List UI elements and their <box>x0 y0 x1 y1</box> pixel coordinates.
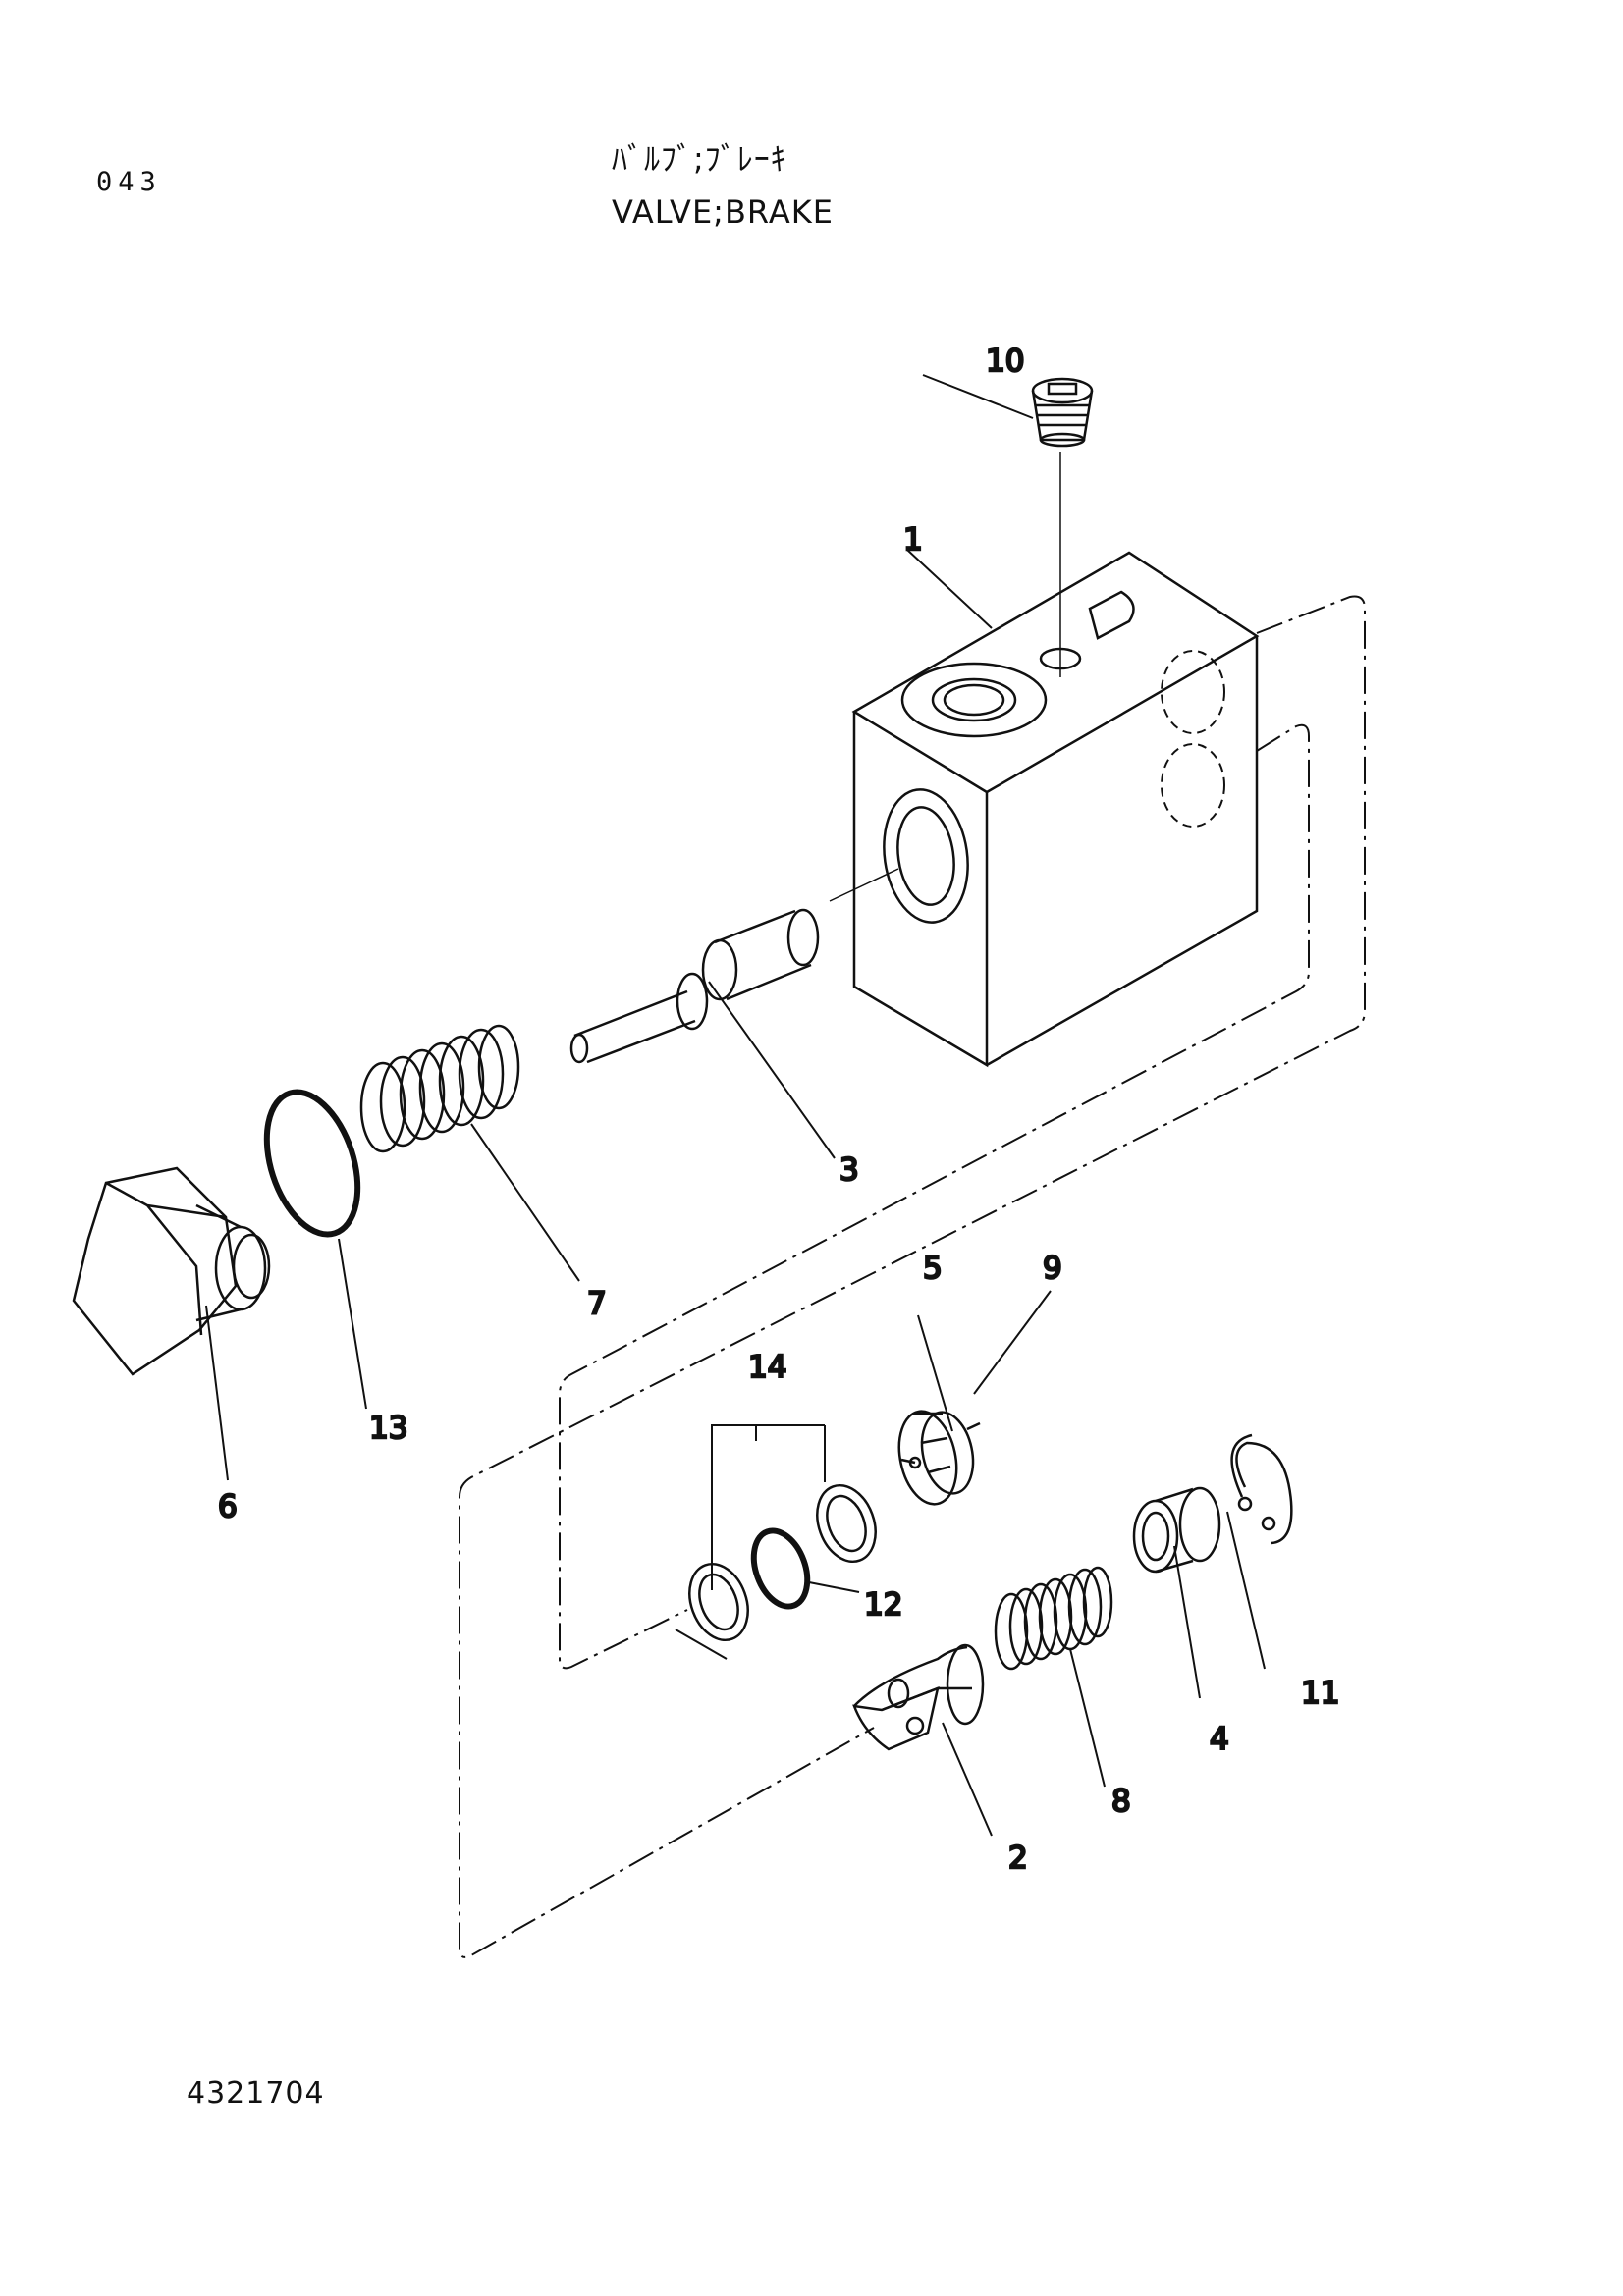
callout-3: 3 <box>839 1152 859 1188</box>
callout-8: 8 <box>1111 1784 1131 1819</box>
leader-lines <box>205 374 1266 1837</box>
part-6-hex-plug <box>72 1166 271 1376</box>
callout-1: 1 <box>903 522 923 558</box>
callout-5: 5 <box>923 1251 943 1286</box>
part-2-poppet <box>852 1643 985 1751</box>
part-12-o-ring <box>750 1527 811 1610</box>
callout-13: 13 <box>369 1411 407 1446</box>
part-7-spring <box>359 1024 520 1153</box>
assembly-boundary-lines <box>459 595 1366 1958</box>
callout-11: 11 <box>1301 1676 1339 1711</box>
part-8-spring <box>994 1566 1113 1671</box>
part-5-seat <box>897 1410 981 1506</box>
callout-12: 12 <box>864 1587 902 1623</box>
callout-14: 14 <box>748 1350 786 1385</box>
callout-6: 6 <box>218 1489 238 1524</box>
part-4-sleeve <box>1132 1486 1221 1574</box>
part-13-o-ring <box>263 1089 361 1238</box>
part-14-backup-ring-right <box>816 1483 877 1564</box>
callout-7: 7 <box>587 1286 607 1321</box>
part-11-snap-ring <box>1230 1433 1293 1545</box>
callout-4: 4 <box>1210 1722 1229 1757</box>
page-number: 043 <box>96 167 162 197</box>
callout-9: 9 <box>1043 1251 1062 1286</box>
callout-10: 10 <box>986 344 1024 379</box>
center-lines <box>829 452 1061 902</box>
title-english: VALVE;BRAKE <box>612 193 834 231</box>
drawing-number: 4321704 <box>187 2076 325 2110</box>
part-3-poppet <box>569 908 820 1064</box>
part-10-plug <box>1031 377 1094 448</box>
callout-2: 2 <box>1008 1841 1028 1876</box>
part-14-backup-ring-left <box>688 1562 749 1642</box>
title-japanese: ﾊﾞﾙﾌﾞ;ﾌﾞﾚｰｷ <box>612 140 787 178</box>
part-1-valve-body <box>851 551 1260 1068</box>
